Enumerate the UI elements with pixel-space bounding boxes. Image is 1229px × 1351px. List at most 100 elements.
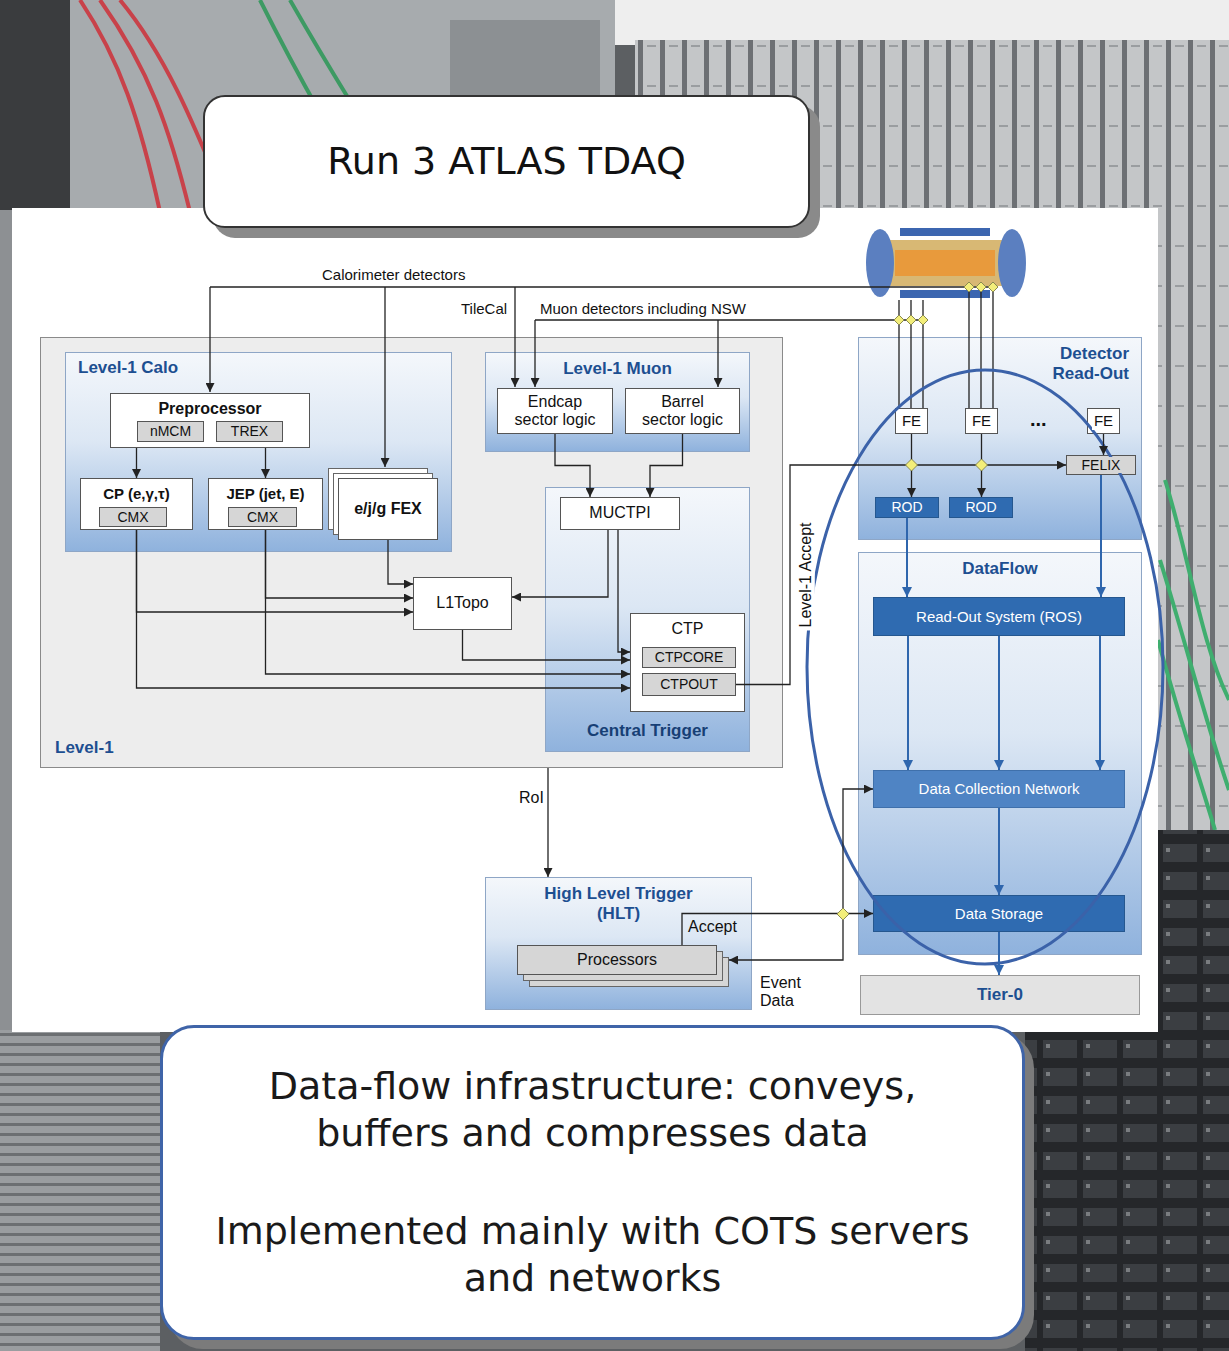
connector <box>999 932 1000 975</box>
box-label: e/j/g FEX <box>352 500 424 518</box>
box-label: nMCM <box>148 423 193 439</box>
group-panel: Level-1 CaloPreprocessornMCMTREXCP (e,γ,… <box>65 352 452 552</box>
frontend-box: FE <box>895 408 928 434</box>
connector-line <box>998 932 1000 975</box>
connector <box>266 530 631 674</box>
group-title: Level-1 <box>55 738 114 758</box>
connector-line <box>555 434 590 497</box>
muon-bus <box>535 319 923 320</box>
process-box: Preprocessor nMCM TREX <box>110 393 310 448</box>
connector <box>650 434 683 497</box>
diagram-title: Run 3 ATLAS TDAQ <box>327 138 686 186</box>
feed-arrow <box>384 287 385 467</box>
sub-box: CTPCORE <box>642 647 736 668</box>
group-title: DataFlow <box>859 559 1141 579</box>
connector <box>512 530 608 597</box>
process-box: JEP (jet, E) CMX <box>208 478 323 530</box>
stacked-box: e/j/g FEX <box>338 478 438 540</box>
dataflow-box: Data Storage <box>873 895 1125 932</box>
junction-diamond <box>906 315 916 325</box>
detector-magnet <box>900 228 990 236</box>
feed-arrow <box>717 320 718 387</box>
junction-diamond <box>906 459 918 471</box>
connector <box>265 448 266 478</box>
sub-box: CTPOUT <box>642 673 736 696</box>
box-label: FE <box>1092 412 1115 429</box>
connector <box>555 434 590 497</box>
connector-line <box>998 636 1000 770</box>
box-label: CTPOUT <box>658 676 720 692</box>
sub-box: CMX <box>99 507 167 527</box>
group-title: Preprocessor <box>111 400 309 418</box>
sub-box: TREX <box>216 421 283 442</box>
connector <box>463 630 631 660</box>
box-label: CTPCORE <box>653 649 725 665</box>
box-label: Data-flow infrastructure: conveys, buffe… <box>199 1063 986 1158</box>
junction-diamond <box>918 315 928 325</box>
connector-line <box>388 540 413 584</box>
connector <box>266 530 414 598</box>
connector-line <box>650 434 683 497</box>
feed-arrow <box>209 287 210 392</box>
connector <box>736 465 1066 685</box>
box-label: Barrel sector logic <box>640 393 725 430</box>
connector <box>999 808 1000 895</box>
signal-label: Level-1 Accept <box>797 520 815 631</box>
box-label: ROD <box>889 499 924 515</box>
junction-diamond <box>964 282 974 292</box>
box-label: L1Topo <box>434 594 491 612</box>
group-panel: Level-1 MuonEndcap sector logicBarrel se… <box>485 352 750 452</box>
group-title: JEP (jet, E) <box>209 485 322 502</box>
rod-box: ROD <box>949 497 1013 518</box>
vent-photo <box>0 1030 160 1351</box>
detector-core <box>895 250 995 276</box>
box-label: CMX <box>115 509 150 525</box>
feed-arrow <box>534 320 535 387</box>
detector-magnet <box>900 290 990 298</box>
connector-line <box>618 530 630 652</box>
box-label: CMX <box>245 509 280 525</box>
box-label: ROD <box>963 499 998 515</box>
connector <box>1101 475 1102 597</box>
sub-box: nMCM <box>137 421 204 442</box>
signal-label: Accept <box>688 918 737 936</box>
group-title: Level-1 Muon <box>486 359 749 379</box>
connector-line <box>998 808 1000 895</box>
region-panel: Level-1 Level-1 CaloPreprocessor nMCM TREX C… <box>40 337 783 768</box>
detector-feed-lines <box>210 287 993 467</box>
output-box: Tier-0 <box>860 975 1140 1015</box>
box-label: FELIX <box>1080 457 1123 473</box>
frontend-box: FE <box>965 408 998 434</box>
ceiling <box>615 0 1229 45</box>
junction-diamond <box>976 282 986 292</box>
box-label: Implemented mainly with COTS servers and… <box>199 1208 986 1303</box>
box-label: Processors <box>575 951 659 969</box>
green-cables <box>1158 480 1229 830</box>
annotation-label: Muon detectors including NSW <box>540 300 746 317</box>
box-label: Data Collection Network <box>917 780 1082 797</box>
connector-line <box>736 465 1066 685</box>
box-label: Tier-0 <box>975 985 1025 1005</box>
connector-line <box>265 448 266 478</box>
signal-label: Event Data <box>760 974 822 1011</box>
annotation-label: TileCal <box>461 300 507 317</box>
group-title: Level-1 Calo <box>78 358 178 378</box>
junction-diamond <box>837 908 849 920</box>
connector-line <box>137 530 414 612</box>
group-title: High Level Trigger (HLT) <box>486 884 751 923</box>
dataflow-box: Data Collection Network <box>873 770 1125 808</box>
connector-line <box>266 530 414 598</box>
box-label: FE <box>970 412 993 429</box>
connector <box>137 530 631 688</box>
detector-barrel <box>880 240 1010 286</box>
junction-diamond <box>894 315 904 325</box>
junction-diamond <box>988 282 998 292</box>
box-label: FE <box>900 412 923 429</box>
rack-side <box>0 0 70 212</box>
stacked-box: Processors <box>517 945 717 975</box>
connector-line <box>512 530 608 597</box>
group-title: Central Trigger <box>546 721 749 741</box>
connector-line <box>1100 475 1102 597</box>
